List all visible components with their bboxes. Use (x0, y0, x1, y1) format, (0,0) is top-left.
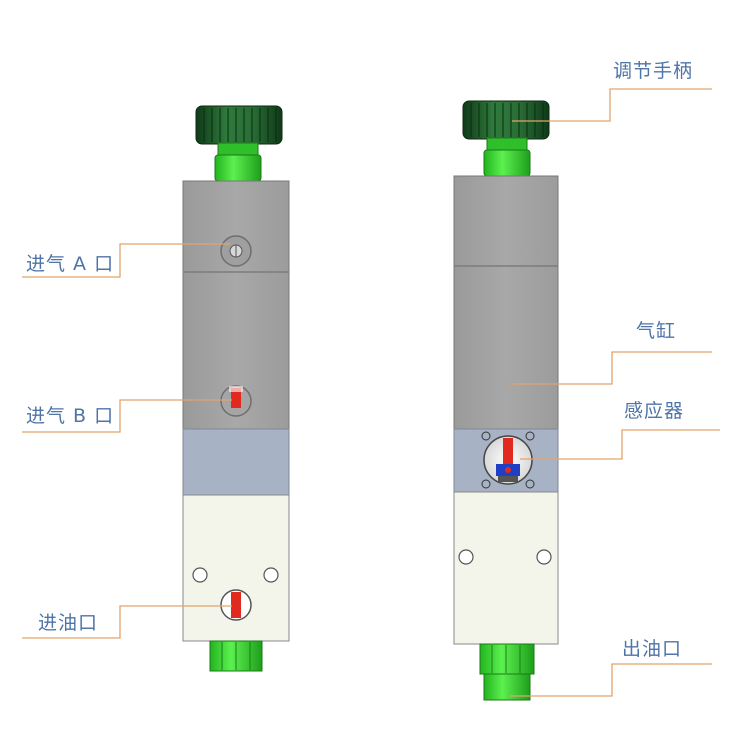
leader-oil-inlet (22, 605, 232, 639)
leader-cylinder (510, 351, 712, 385)
leader-inlet-b (22, 399, 232, 433)
leader-sensor (520, 429, 720, 460)
right-lower-block (453, 491, 559, 645)
left-valve (182, 105, 290, 672)
inlet-a-port (220, 235, 252, 267)
label-inlet-b: 进气 B 口 (26, 405, 115, 427)
label-sensor: 感应器 (624, 400, 685, 422)
right-stem-fitting (483, 137, 531, 177)
left-sensor-band (182, 428, 290, 496)
sensor (483, 435, 533, 485)
oil-inlet-port (220, 589, 252, 621)
right-adjust-knob (462, 100, 550, 140)
leader-handle (512, 88, 712, 122)
right-cylinder-body (453, 175, 559, 430)
label-cylinder: 气缸 (636, 320, 677, 342)
label-oil-outlet: 出油口 (622, 638, 683, 660)
leader-oil-outlet (510, 663, 712, 697)
leader-inlet-a (22, 243, 230, 278)
label-inlet-a: 进气 A 口 (26, 253, 115, 275)
left-stem-fitting (214, 142, 262, 182)
leader-lines (22, 88, 720, 697)
inlet-b-port (220, 385, 252, 417)
right-valve (453, 100, 559, 701)
label-oil-inlet: 进油口 (38, 612, 99, 634)
left-outlet-fitting (209, 640, 263, 672)
label-handle: 调节手柄 (613, 60, 694, 82)
oil-outlet-fitting (479, 643, 535, 701)
left-adjust-knob (195, 105, 283, 145)
